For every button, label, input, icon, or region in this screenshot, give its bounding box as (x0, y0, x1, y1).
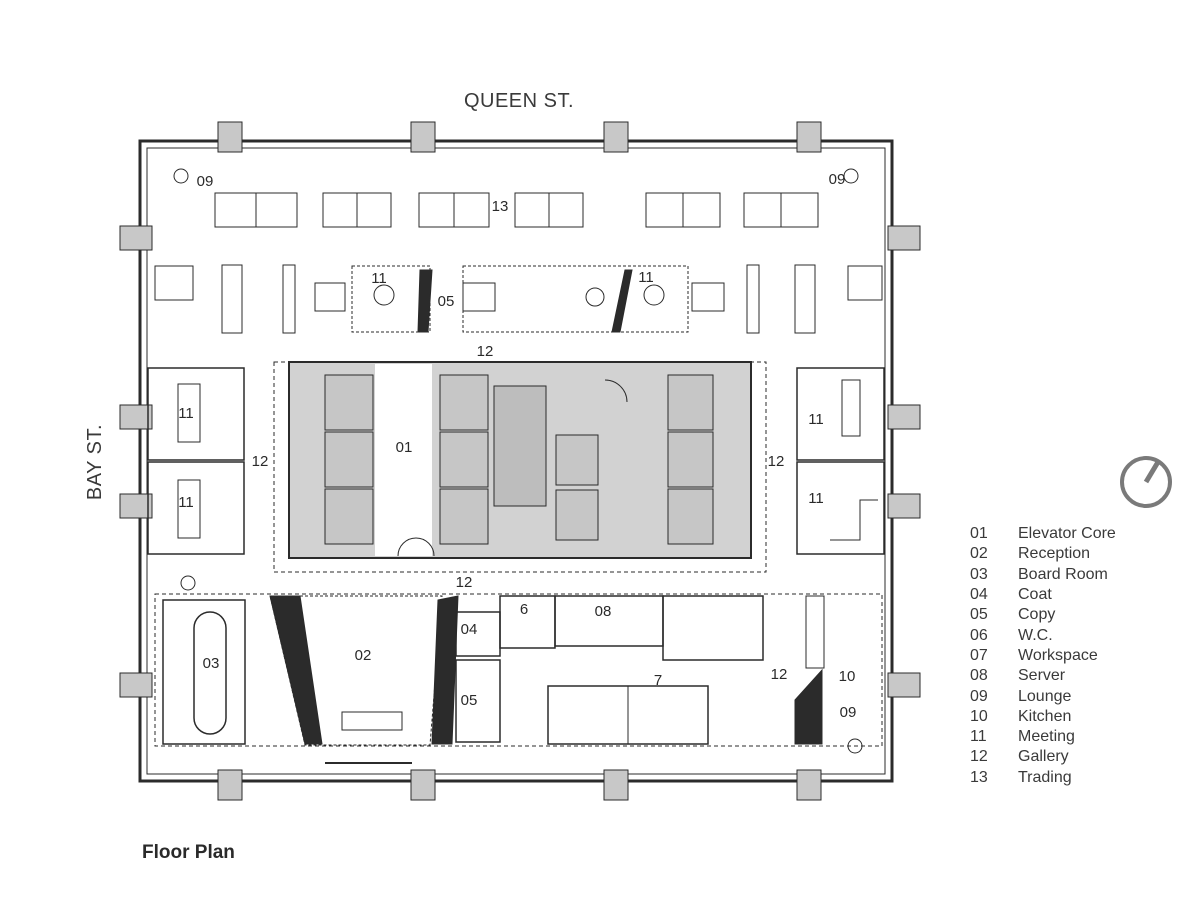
street-label-west: BAY ST. (84, 424, 106, 500)
room-label: 03 (203, 655, 220, 672)
legend-name: Board Room (1018, 565, 1108, 583)
room-label: 12 (477, 343, 494, 360)
legend-number: 12 (970, 748, 988, 766)
legend-name: W.C. (1018, 626, 1053, 644)
room-label: 10 (839, 668, 856, 685)
room-label: 09 (197, 173, 214, 190)
legend-number: 13 (970, 768, 988, 786)
legend-number: 10 (970, 707, 988, 725)
legend-number: 08 (970, 667, 988, 685)
legend-item: 10 Kitchen (970, 707, 1116, 727)
legend-item: 13 Trading (970, 768, 1116, 788)
north-arrow-icon (1120, 456, 1172, 508)
south-zone (154, 593, 883, 754)
room-label: 09 (840, 704, 857, 721)
inner-wall (146, 147, 886, 775)
legend-item: 09 Lounge (970, 686, 1116, 706)
legend-item: 11 Meeting (970, 727, 1116, 747)
figure-caption: Floor Plan (142, 842, 235, 863)
east-meeting-rooms (796, 367, 885, 555)
legend-number: 09 (970, 687, 988, 705)
legend-number: 11 (970, 728, 987, 746)
room-label: 12 (771, 666, 788, 683)
legend-name: Gallery (1018, 748, 1069, 766)
legend-name: Kitchen (1018, 707, 1072, 725)
legend-item: 05 Copy (970, 605, 1116, 625)
columns (119, 121, 921, 801)
north-meeting-rooms (351, 265, 689, 333)
room-label: 12 (768, 453, 785, 470)
room-label: 11 (638, 269, 654, 286)
room-label: 08 (595, 603, 612, 620)
room-label: 05 (461, 692, 478, 709)
room-label: 6 (520, 601, 528, 618)
legend-name: Lounge (1018, 687, 1072, 705)
elevator-core (288, 361, 752, 559)
room-label: 09 (829, 171, 846, 188)
legend-name: Elevator Core (1018, 525, 1116, 543)
legend-item: 06 W.C. (970, 625, 1116, 645)
legend-name: Server (1018, 667, 1066, 685)
room-label: 13 (492, 198, 509, 215)
legend-number: 01 (970, 525, 988, 543)
gallery-boundary (273, 361, 767, 573)
lounge-furniture (173, 168, 859, 591)
room-label: 11 (808, 490, 824, 507)
west-meeting-rooms (147, 367, 245, 555)
street-label-north: QUEEN ST. (464, 90, 574, 112)
legend-item: 01 Elevator Core (970, 524, 1116, 544)
legend-item: 02 Reception (970, 544, 1116, 564)
legend-name: Workspace (1018, 646, 1098, 664)
outer-wall (138, 139, 894, 783)
legend-number: 04 (970, 586, 988, 604)
room-label: 05 (438, 293, 455, 310)
legend-number: 02 (970, 545, 988, 563)
room-label: 11 (371, 270, 387, 287)
legend-item: 03 Board Room (970, 565, 1116, 585)
legend-item: 08 Server (970, 666, 1116, 686)
legend-name: Copy (1018, 606, 1056, 624)
legend-name: Reception (1018, 545, 1091, 563)
room-label: 01 (396, 439, 413, 456)
legend-number: 05 (970, 606, 988, 624)
legend-number: 07 (970, 646, 988, 664)
legend-number: 06 (970, 626, 988, 644)
legend-item: 07 Workspace (970, 646, 1116, 666)
legend-item: 12 Gallery (970, 747, 1116, 767)
legend-name: Trading (1018, 768, 1072, 786)
room-label: 11 (178, 494, 194, 511)
room-label: 04 (461, 621, 478, 638)
legend-name: Meeting (1018, 728, 1075, 746)
room-label: 7 (654, 672, 662, 689)
legend-item: 04 Coat (970, 585, 1116, 605)
room-label: 11 (808, 411, 824, 428)
room-label: 11 (178, 405, 194, 422)
legend-number: 03 (970, 565, 988, 583)
legend: 01 Elevator Core 02 Reception 03 Board Room… (970, 524, 1116, 788)
room-label: 12 (456, 574, 473, 591)
room-label: 12 (252, 453, 269, 470)
room-label: 02 (355, 647, 372, 664)
legend-name: Coat (1018, 586, 1052, 604)
trading-desks (154, 192, 883, 334)
